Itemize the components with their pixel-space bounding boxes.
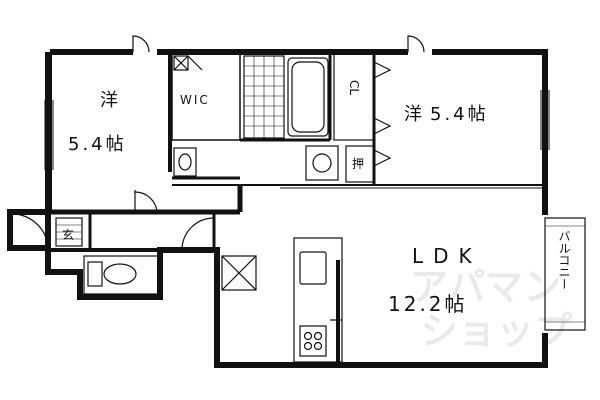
entrance-label: 玄	[62, 228, 77, 242]
washing-machine	[305, 145, 339, 181]
ldk-size: 12.2帖	[388, 292, 468, 316]
west-bedroom-size: 5.4帖	[68, 134, 127, 155]
balcony-label: バルコニー	[557, 230, 571, 290]
east-bedroom-size: 5.4帖	[430, 104, 489, 125]
west-bedroom-name: 洋	[100, 90, 121, 111]
door-swing-top-right	[407, 35, 425, 53]
closet-label: CL	[347, 80, 361, 96]
watermark-line1: アパマン	[410, 265, 562, 309]
wic-box	[171, 53, 241, 141]
kitchen-sink	[299, 251, 327, 285]
door-swing-toilet	[181, 217, 215, 251]
outer-wall	[7, 49, 548, 368]
door-swing-top-left	[132, 35, 150, 53]
wic-shelf	[173, 55, 189, 71]
storage-label: 押	[352, 157, 367, 171]
toilet-room	[83, 255, 159, 295]
watermark-line2: ショップ	[420, 309, 573, 353]
stove	[299, 325, 327, 357]
bathtub	[287, 57, 329, 137]
door-swing-west-bedroom	[134, 191, 158, 213]
storage-box	[345, 145, 375, 183]
toilet-bowl	[103, 263, 137, 285]
washbasin	[173, 147, 197, 177]
door-swing-entrance	[11, 213, 49, 251]
closet-box	[333, 53, 375, 141]
balcony	[544, 217, 586, 331]
ldk-name: LDK	[412, 244, 482, 268]
wic-label: WIC	[180, 93, 210, 107]
kitchen-counter	[293, 237, 343, 363]
east-bedroom-name: 洋	[404, 104, 425, 125]
fridge-space	[221, 255, 257, 291]
